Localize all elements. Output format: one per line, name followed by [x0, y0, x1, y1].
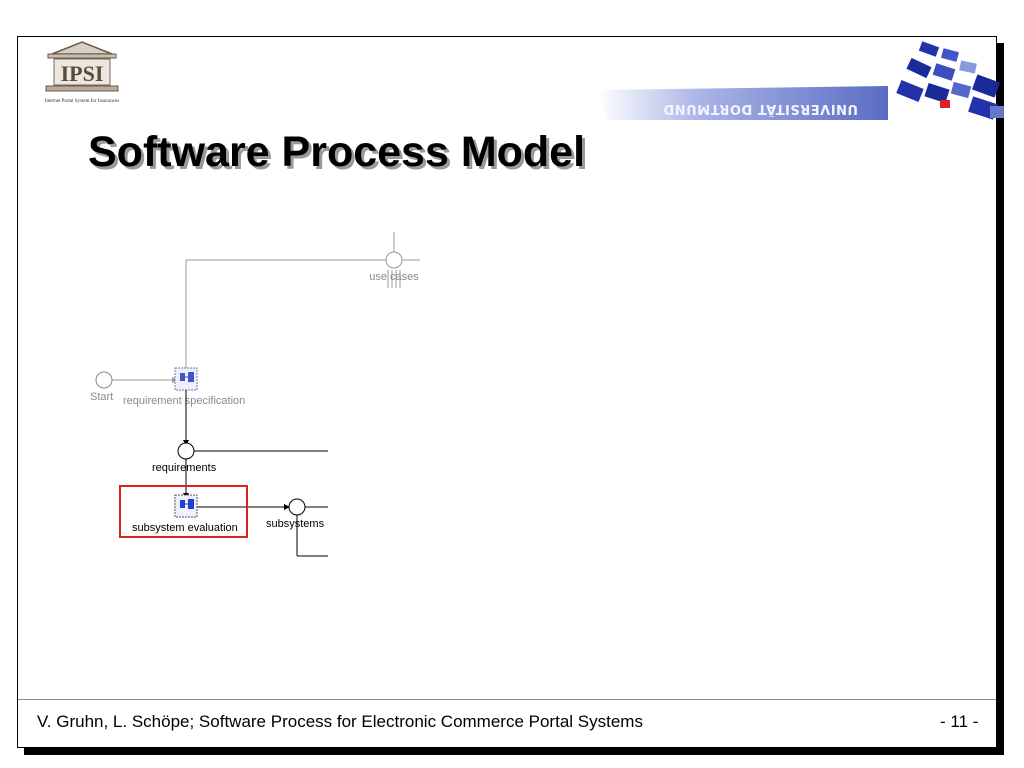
university-emblem: [896, 41, 1004, 120]
start-label: Start: [90, 391, 113, 403]
subsystems-label: subsystems: [266, 518, 325, 530]
subsystem-evaluation-label: subsystem evaluation: [132, 522, 238, 534]
logo-abbreviation: IPSI: [61, 61, 104, 86]
footer-divider: [18, 699, 996, 700]
slide-frame: [17, 36, 997, 748]
ipsi-logo: IPSI Internet Portal System for Insuranc…: [45, 41, 119, 104]
requirements-label: requirements: [152, 462, 217, 474]
logo-tagline: Internet Portal System for Insurances: [45, 99, 119, 104]
university-name: UNIVERSITÄT DORTMUND: [662, 101, 858, 116]
slide-title: Software Process Model: [88, 128, 586, 176]
slide-title-shadow: Software Process Model: [91, 131, 589, 179]
subsystem-evaluation-activity-icon: [174, 494, 198, 518]
start-node: [95, 371, 113, 389]
page-number: - 11 -: [940, 712, 979, 731]
subsystem-evaluation-highlight: [119, 485, 248, 538]
use-cases-label: use cases: [369, 271, 419, 283]
subsystems-node: [288, 498, 306, 516]
requirement-specification-label: requirement specification: [123, 395, 245, 407]
use-cases-stub-lines: [387, 270, 401, 288]
process-diagram: use cases Start requirement specificatio…: [90, 232, 420, 557]
university-banner: [598, 86, 888, 120]
use-cases-node: [385, 251, 403, 269]
requirements-node: [177, 442, 195, 460]
requirement-specification-activity-icon: [174, 367, 198, 391]
footer-citation: V. Gruhn, L. Schöpe; Software Process fo…: [37, 712, 643, 731]
